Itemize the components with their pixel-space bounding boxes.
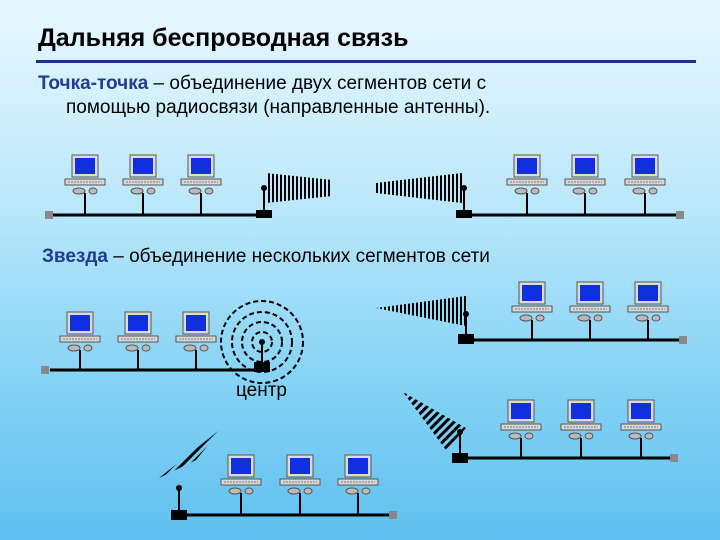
computer-icon — [624, 154, 666, 195]
computer-icon — [506, 154, 548, 195]
computer-icon — [337, 454, 379, 495]
antenna-base — [256, 210, 272, 218]
omni-waves — [220, 300, 304, 384]
directional-beam — [159, 428, 222, 478]
computer-icon — [180, 154, 222, 195]
computer-icon — [560, 399, 602, 440]
terminator — [670, 454, 678, 462]
segment-center — [41, 300, 304, 384]
segment-bottom — [159, 428, 397, 520]
slide-title: Дальняя беспроводная связь — [38, 24, 409, 52]
point-to-point-description: Точка-точка – объединение двух сегментов… — [38, 72, 678, 120]
terminator — [676, 211, 684, 219]
directional-beam — [376, 173, 462, 203]
computer-icon — [279, 454, 321, 495]
point-to-point-text: – объединение двух сегментов сети с — [148, 73, 487, 94]
star-term: Звезда — [42, 246, 108, 267]
computer-icon — [564, 154, 606, 195]
computer-icon — [569, 281, 611, 322]
title-underline — [36, 60, 696, 63]
star-text: – объединение нескольких сегментов сети — [107, 246, 490, 267]
terminator — [679, 336, 687, 344]
computer-icon — [175, 311, 217, 352]
computer-icon — [620, 399, 662, 440]
segment-lower-right — [403, 392, 678, 463]
segment-right-top — [376, 154, 684, 219]
computer-icon — [122, 154, 164, 195]
terminator — [45, 211, 53, 219]
segment-upper-right — [376, 281, 687, 344]
terminator — [389, 511, 397, 519]
computer-icon — [511, 281, 553, 322]
star-description: Звезда – объединение нескольких сегменто… — [42, 245, 682, 269]
computer-icon — [500, 399, 542, 440]
point-to-point-text-line2: помощью радиосвязи (направленные антенны… — [66, 97, 491, 118]
computer-icon — [627, 281, 669, 322]
point-to-point-term: Точка-точка — [38, 73, 149, 94]
terminator — [41, 366, 49, 374]
computer-icon — [59, 311, 101, 352]
segment-left-top — [45, 154, 332, 219]
directional-beam — [376, 296, 466, 326]
center-label: центр — [236, 380, 287, 401]
directional-beam — [266, 173, 332, 203]
computer-icon — [220, 454, 262, 495]
computer-icon — [64, 154, 106, 195]
antenna-base — [254, 362, 270, 372]
directional-beam — [403, 392, 466, 450]
computer-icon — [117, 311, 159, 352]
